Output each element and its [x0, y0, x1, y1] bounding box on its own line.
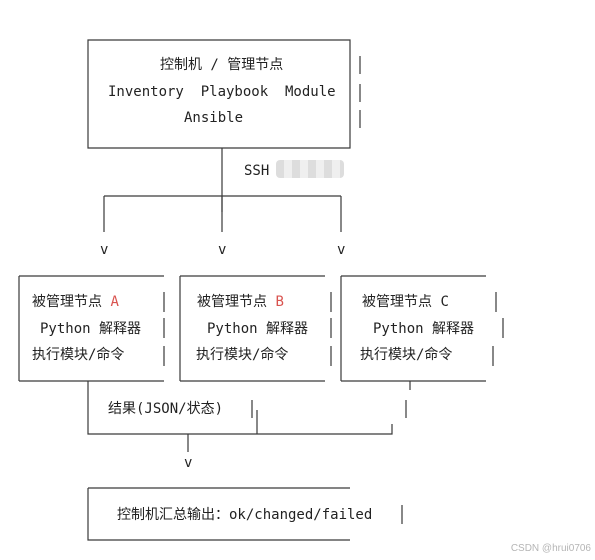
summary-label: 控制机汇总输出：ok/changed/failed [117, 507, 373, 523]
node-b-interpreter: Python 解释器 [207, 321, 309, 337]
node-b-title-prefix: 被管理节点 [197, 294, 276, 310]
node-a-interpreter: Python 解释器 [40, 321, 142, 337]
arrow-down-summary: v [184, 455, 193, 471]
node-c-id: C [440, 294, 449, 310]
node-b-title: 被管理节点 B [197, 294, 284, 310]
watermark: CSDN @hrui0706 [510, 543, 591, 554]
arrow-down-b: v [218, 242, 227, 258]
result-label: 结果(JSON/状态) [108, 401, 224, 417]
node-a-module: 执行模块/命令 [32, 347, 125, 363]
summary-box-border [87, 487, 403, 541]
control-components: Inventory Playbook Module [108, 84, 336, 100]
node-a-title-prefix: 被管理节点 [32, 294, 111, 310]
node-c-title: 被管理节点 C [362, 294, 449, 310]
result-collector [87, 381, 411, 435]
ssh-label: SSH [244, 163, 270, 179]
control-title: 控制机 / 管理节点 [160, 57, 284, 73]
node-a-id: A [110, 294, 119, 310]
control-engine: Ansible [184, 110, 244, 126]
node-a-border [18, 275, 165, 382]
node-b-border [179, 275, 332, 382]
node-c-title-prefix: 被管理节点 [362, 294, 441, 310]
node-a-title: 被管理节点 A [32, 294, 119, 310]
control-box-border [87, 39, 351, 149]
connector-lines [18, 39, 504, 541]
node-b-module: 执行模块/命令 [196, 347, 289, 363]
arrow-down-a: v [100, 242, 109, 258]
node-c-module: 执行模块/命令 [360, 347, 453, 363]
arrow-down-c: v [337, 242, 346, 258]
node-c-border [340, 275, 504, 382]
node-b-id: B [275, 294, 284, 310]
fanout-line [103, 195, 342, 232]
redacted-host [276, 160, 344, 178]
node-c-interpreter: Python 解释器 [373, 321, 475, 337]
